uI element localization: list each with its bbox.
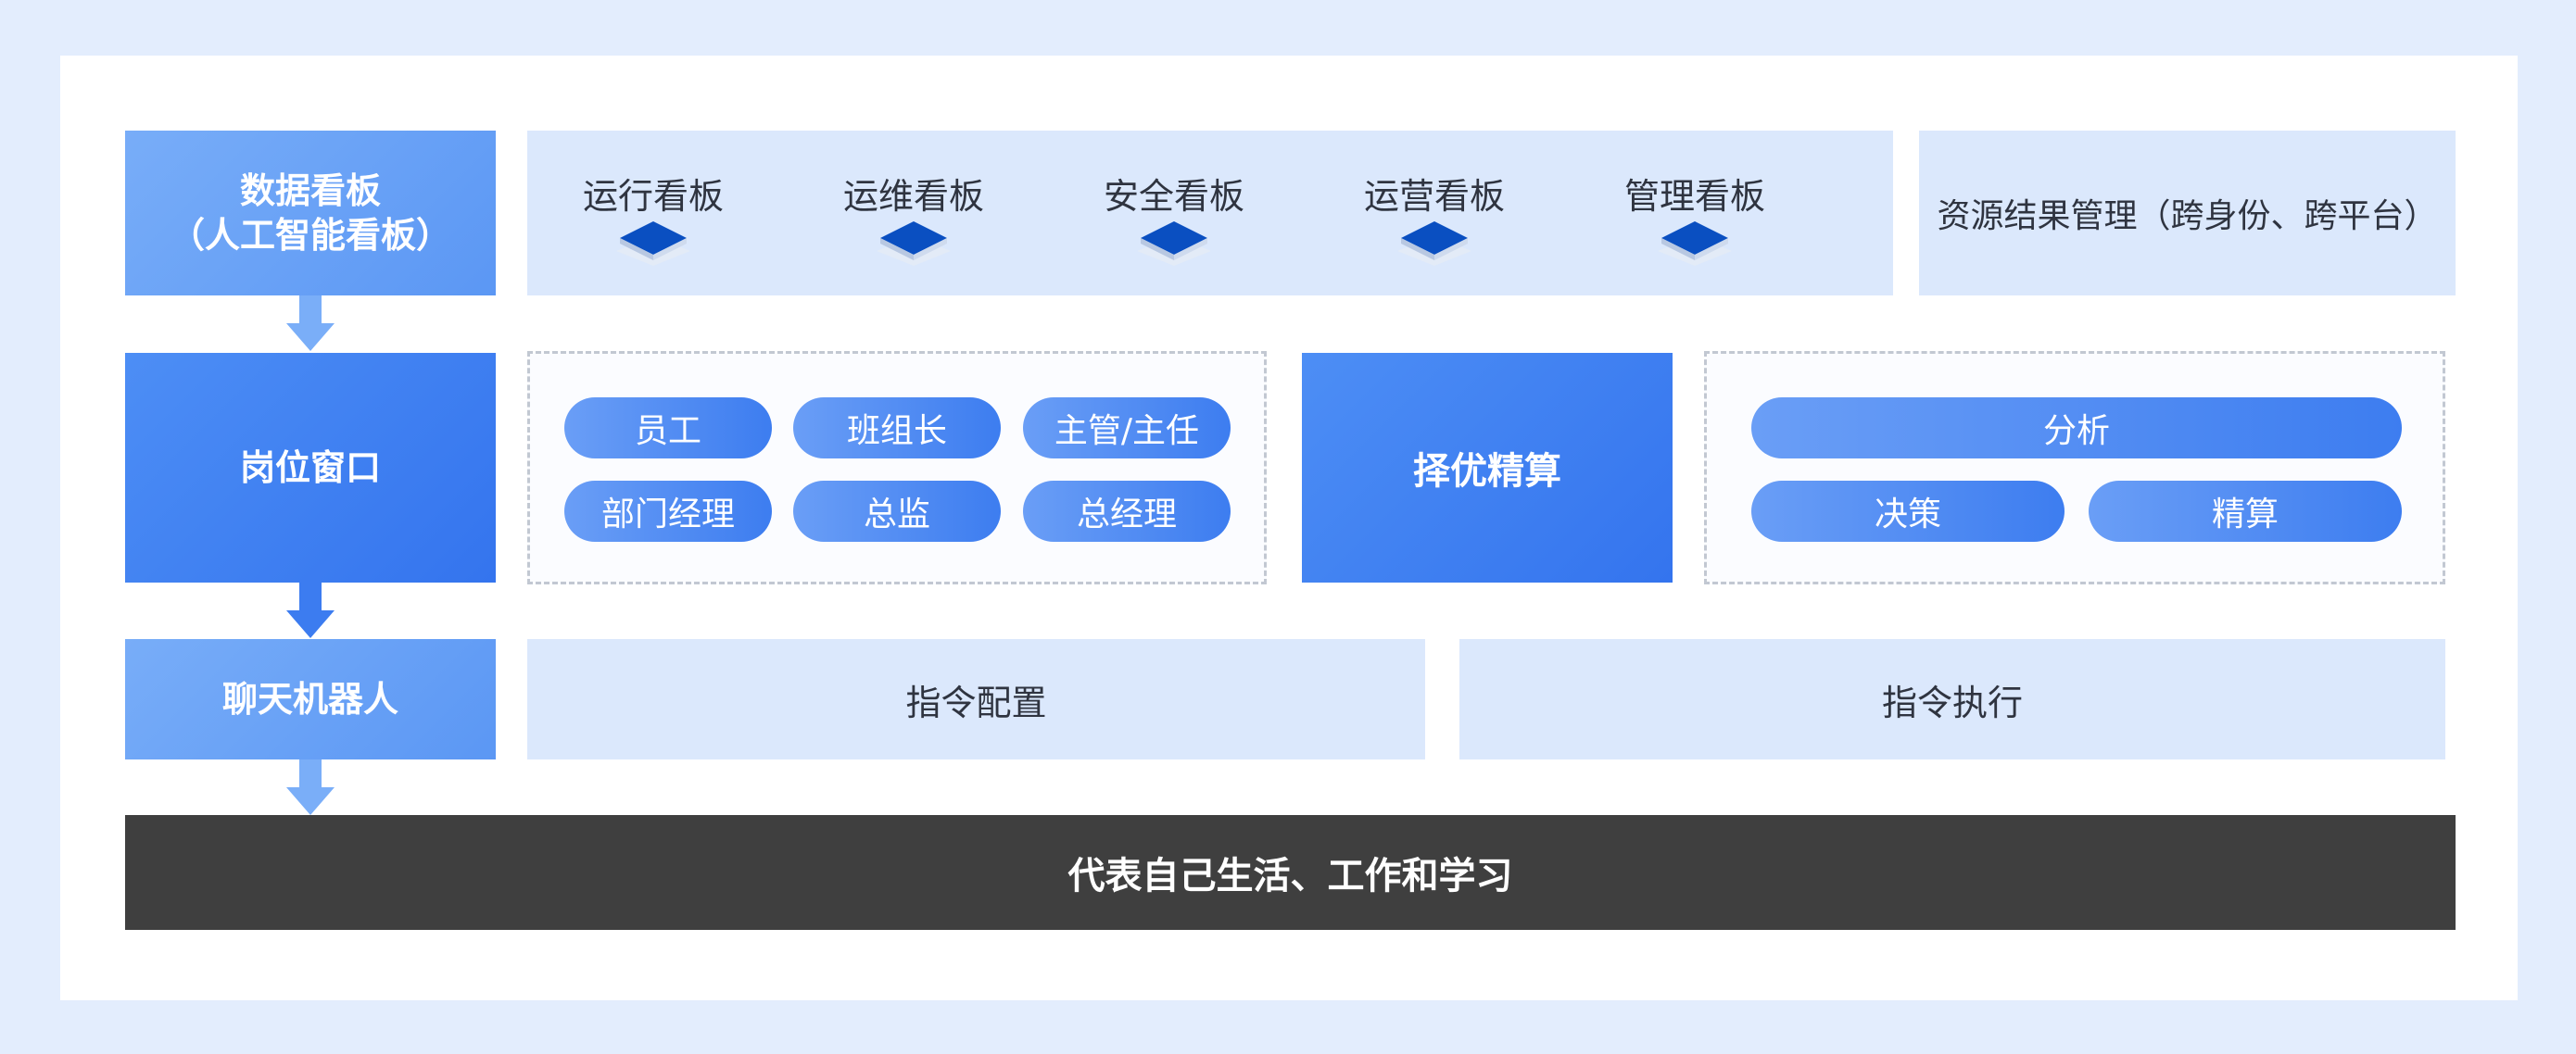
board-item-maintenance: 运维看板 [807,168,1020,288]
board-item-management: 管理看板 [1588,168,1801,288]
analysis-pill: 分析 [1751,397,2402,458]
role-pill-staff: 员工 [564,397,772,458]
board-item-operation: 运行看板 [547,168,760,288]
data-dashboard-box: 数据看板 （人工智能看板） [125,131,496,295]
command-config-box: 指令配置 [527,639,1425,759]
resource-panel: 资源结果管理（跨身份、跨平台） [1919,131,2456,295]
role-pill-general-manager: 总经理 [1023,481,1231,542]
board-item-security: 安全看板 [1067,168,1281,288]
bottom-banner: 代表自己生活、工作和学习 [125,815,2456,930]
board-label: 管理看板 [1623,176,1765,217]
board-label: 运营看板 [1363,176,1505,217]
data-dashboard-title: 数据看板 [239,170,381,211]
command-config-label: 指令配置 [905,682,1047,723]
settlement-pill: 精算 [2089,481,2402,542]
board-cube-icon [1658,221,1732,266]
command-execute-label: 指令执行 [1881,682,2023,723]
roles-panel: 员工 班组长 主管/主任 部门经理 总监 总经理 [527,351,1267,584]
optimize-box: 择优精算 [1302,353,1673,583]
role-pill-dept-manager: 部门经理 [564,481,772,542]
decision-pill: 决策 [1751,481,2065,542]
analysis-panel: 分析 决策 精算 [1704,351,2445,584]
chatbot-box: 聊天机器人 [125,639,496,759]
board-label: 安全看板 [1103,176,1244,217]
board-cube-icon [616,221,690,266]
position-window-box: 岗位窗口 [125,353,496,583]
bottom-banner-label: 代表自己生活、工作和学习 [1067,855,1513,897]
board-label: 运行看板 [582,176,724,217]
board-label: 运维看板 [842,176,984,217]
board-cube-icon [877,221,951,266]
chatbot-label: 聊天机器人 [221,679,398,720]
resource-label: 资源结果管理（跨身份、跨平台） [1937,197,2438,235]
board-cube-icon [1397,221,1471,266]
dashboard-panel: 运行看板 运维看板 安全看板 运营看板 [527,131,1893,295]
data-dashboard-subtitle: （人工智能看板） [169,215,451,256]
board-item-business: 运营看板 [1328,168,1541,288]
command-execute-box: 指令执行 [1459,639,2445,759]
role-pill-supervisor: 主管/主任 [1023,397,1231,458]
role-pill-team-leader: 班组长 [793,397,1001,458]
board-cube-icon [1137,221,1211,266]
optimize-label: 择优精算 [1413,450,1561,493]
arrow-down-icon [286,759,335,815]
arrow-down-icon [286,295,335,351]
role-pill-director: 总监 [793,481,1001,542]
position-window-label: 岗位窗口 [239,447,381,488]
arrow-down-icon [286,583,335,638]
